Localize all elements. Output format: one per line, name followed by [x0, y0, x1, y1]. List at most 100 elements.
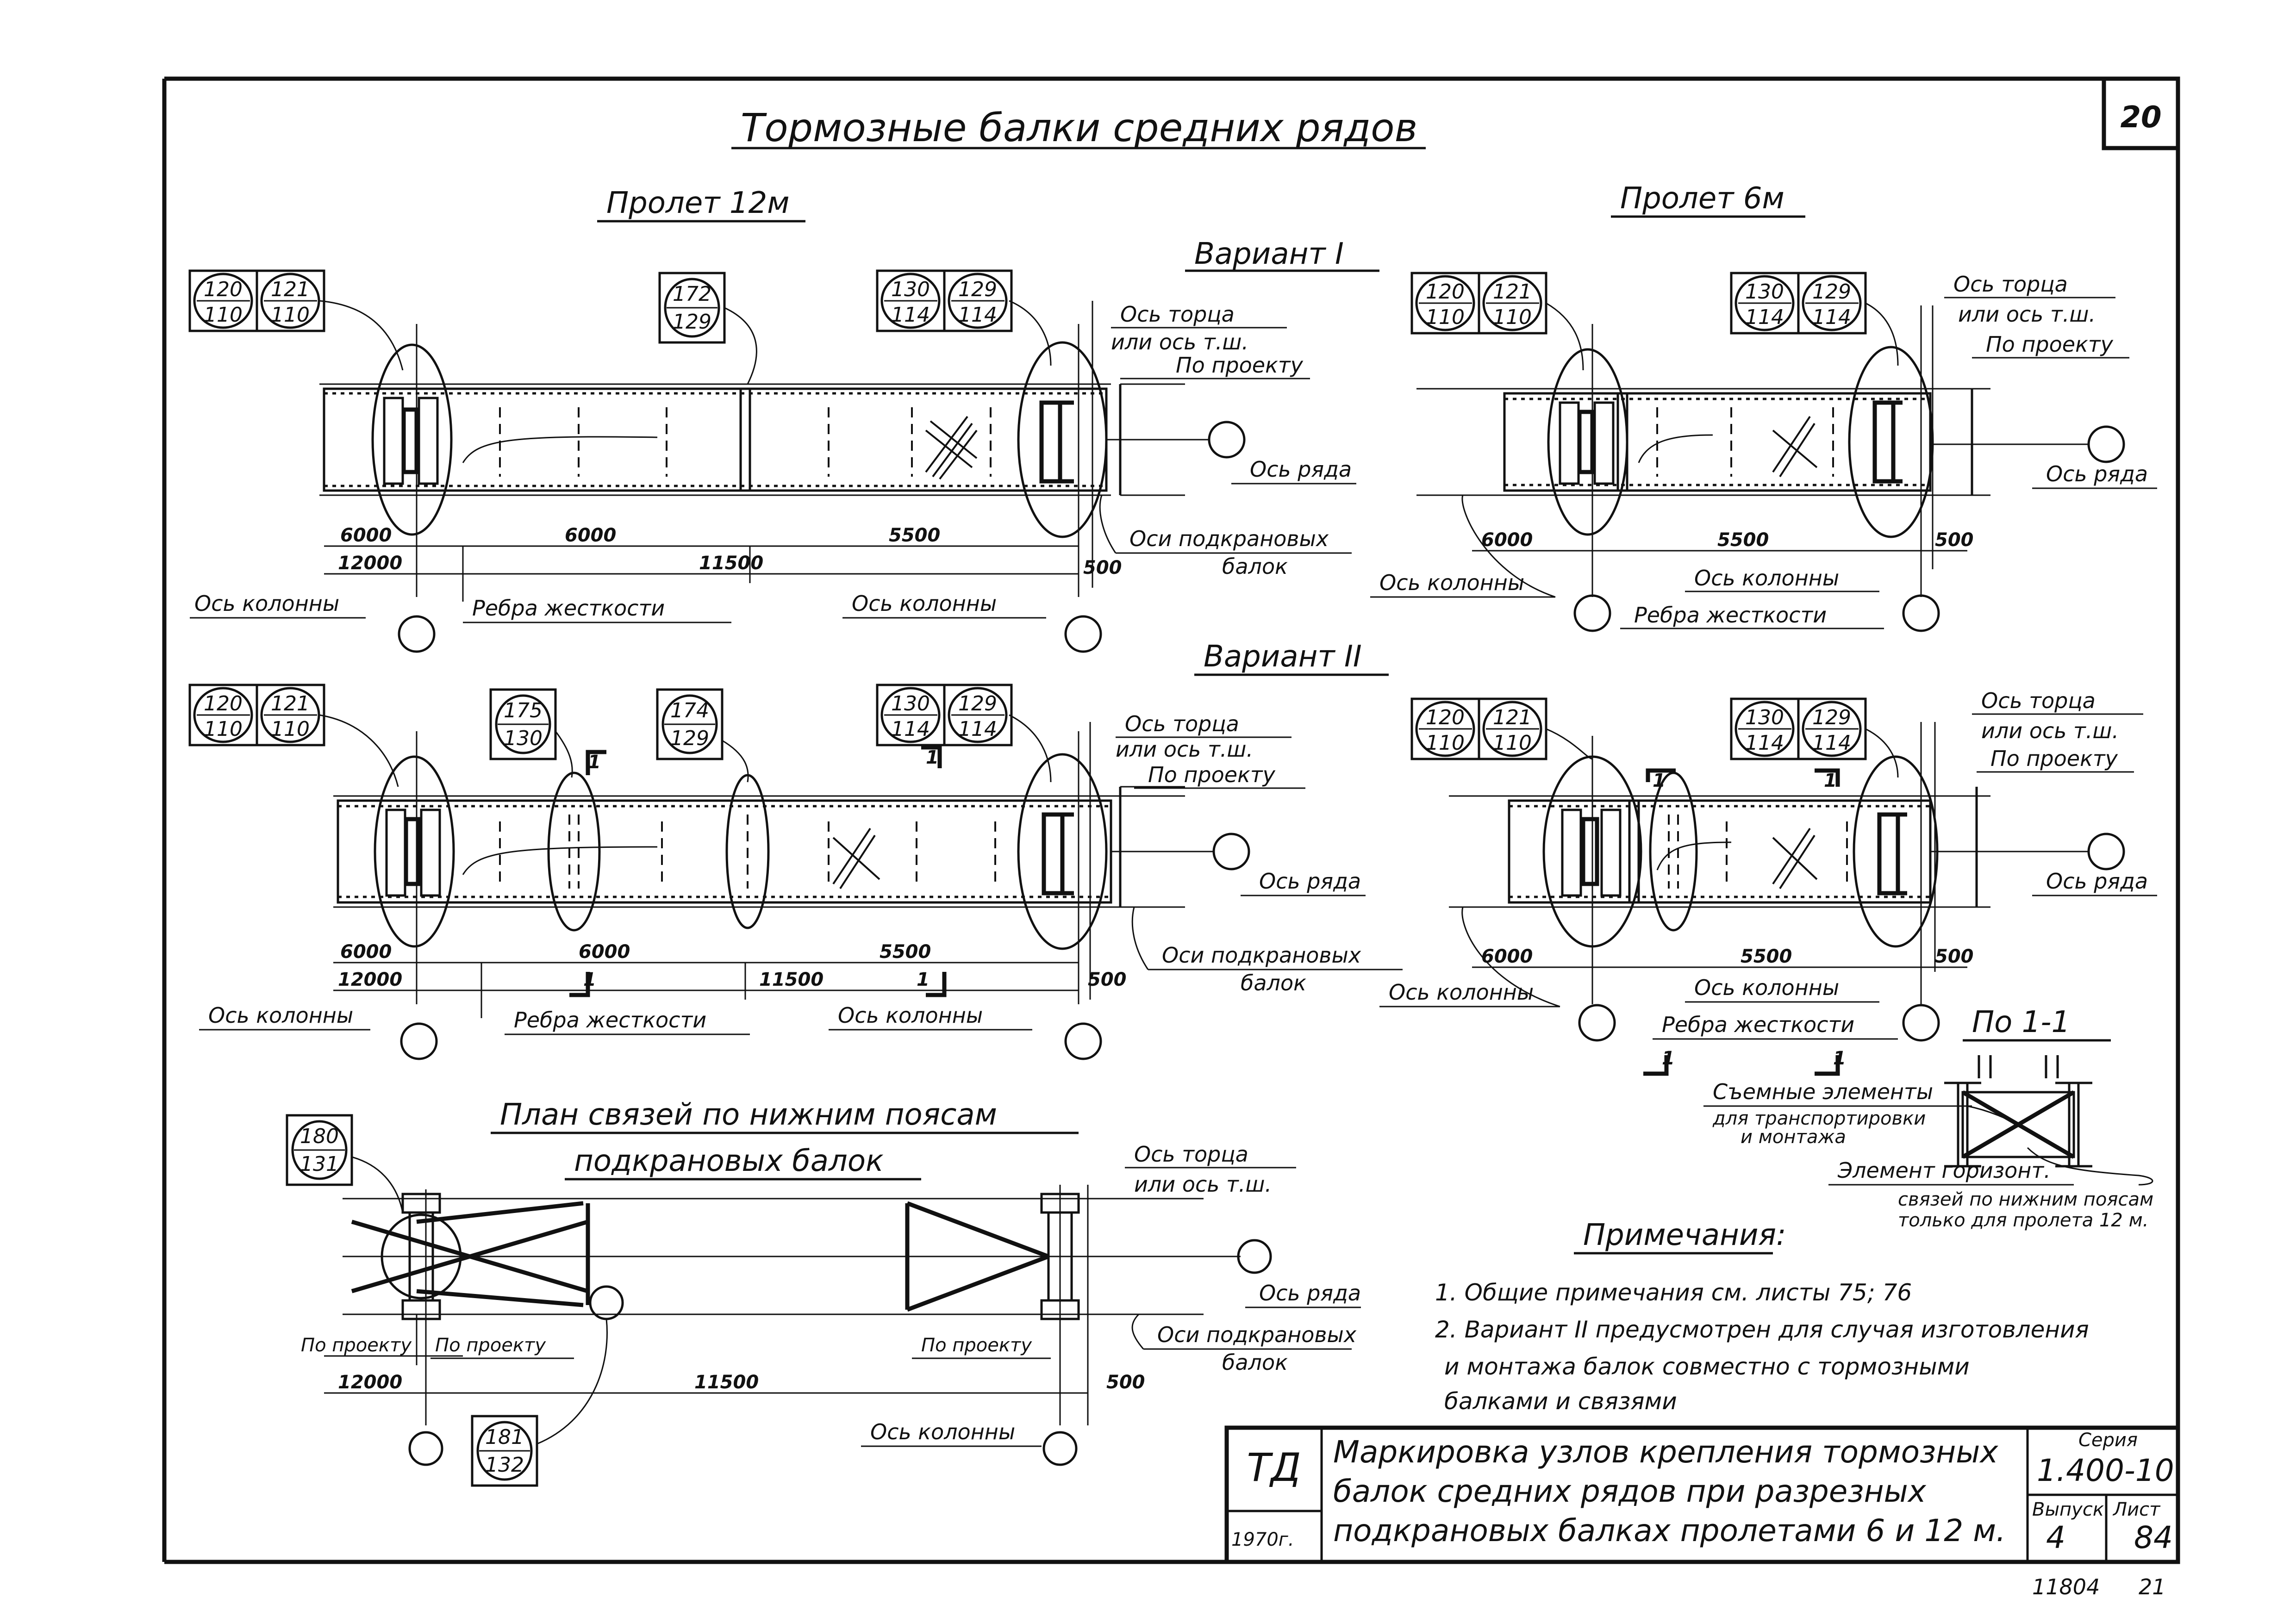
- label-text: Ось торца: [1981, 688, 2096, 713]
- horiz-1: Элемент горизонт.: [1837, 1158, 2051, 1183]
- dim-text: 6000: [565, 525, 616, 546]
- title-block: ТД 1970г. Маркировка узлов крепления тор…: [1224, 1425, 2180, 1564]
- footer-left: 11804: [2032, 1574, 2100, 1599]
- mark-number: 114: [1812, 731, 1851, 755]
- label-text: Ось торца: [1125, 711, 1239, 736]
- dim-text: 6000: [340, 941, 392, 963]
- mark-number: 129: [673, 310, 711, 334]
- dim-text: 12000: [338, 969, 402, 990]
- mark-number: 130: [504, 727, 543, 750]
- dim-text: 5500: [1717, 529, 1769, 551]
- dim-text: 11500: [694, 1372, 759, 1393]
- mark-number: 110: [271, 717, 310, 741]
- section-1-1-diagram: [1944, 1055, 2153, 1186]
- variant1-span12-marks: 120 110 121 110 172 129 130 114 129 114: [188, 269, 1052, 385]
- variant2-span6-diagram: 6000 5500 500 Ось колонны Ось колонны Ре…: [1379, 688, 2157, 1076]
- mark-number: 130: [1745, 706, 1784, 729]
- mark-number: 114: [1745, 305, 1784, 329]
- variant1-span12-diagram: 6000 6000 5500 12000 11500 500 Ось колон…: [190, 301, 1356, 653]
- sheet-value: 84: [2134, 1520, 2173, 1555]
- mark-number: 132: [485, 1453, 524, 1477]
- label-text: Ось ряда: [2046, 869, 2148, 894]
- mark-number: 129: [958, 692, 997, 715]
- variant2-span12-diagram: 6000 6000 5500 12000 11500 500 Ось колон…: [199, 711, 1403, 1060]
- dim-text: 500: [1935, 946, 1974, 967]
- stamp-title-2: балок средних рядов при разрезных: [1333, 1474, 1927, 1509]
- dim-text: 6000: [340, 525, 392, 546]
- mark-number: 130: [891, 278, 930, 301]
- dim-text: 6000: [1481, 529, 1533, 551]
- stamp-year: 1970г.: [1231, 1529, 1294, 1550]
- span-12-title: Пролет 12м: [606, 186, 790, 220]
- series-value: 1.400-10: [2037, 1453, 2174, 1488]
- label-text: балок: [1222, 554, 1288, 579]
- mark-number: 110: [204, 303, 243, 327]
- label-text: По проекту: [1176, 353, 1304, 378]
- variant-1-title: Вариант I: [1194, 237, 1344, 271]
- stamp-title-1: Маркировка узлов крепления тормозных: [1333, 1434, 1998, 1470]
- section-mark-text: 1: [1833, 1048, 1846, 1069]
- mark-number: 114: [1812, 305, 1851, 329]
- mark-number: 120: [204, 278, 243, 301]
- mark-number: 129: [1812, 280, 1851, 304]
- section-mark-1: 1 1 1 1: [569, 745, 947, 997]
- label-text: Ось колонны: [1379, 570, 1524, 595]
- mark-number: 129: [958, 278, 997, 301]
- dim-text: 5500: [880, 941, 931, 963]
- mark-number: 110: [1426, 305, 1465, 329]
- section-title: По 1-1: [1972, 1005, 2070, 1039]
- span-6-title: Пролет 6м: [1620, 181, 1784, 216]
- note-2a: 2. Вариант II предусмотрен для случая из…: [1435, 1316, 2089, 1343]
- section-mark-text: 1: [1653, 770, 1666, 791]
- dim-text: 11500: [759, 969, 824, 990]
- label-text: Ребра жесткости: [1662, 1012, 1854, 1037]
- label-text: Ось колонны: [1694, 975, 1839, 1000]
- label-text: или ось т.ш.: [1958, 302, 2096, 327]
- label-text: Ребра жесткости: [472, 596, 665, 621]
- section-mark-text: 1: [1662, 1048, 1675, 1069]
- mark-number: 121: [271, 278, 310, 301]
- mark-number: 120: [1426, 280, 1465, 304]
- note-1: 1. Общие примечания см. листы 75; 76: [1435, 1279, 1912, 1306]
- variant2-span6-marks: 120 110 121 110 130 114 129 114: [1410, 697, 1899, 778]
- mark-number: 174: [670, 699, 709, 722]
- variant1-span6-diagram: 6000 5500 500 Ось колонны Ось колонны Ре…: [1370, 272, 2157, 632]
- label-text: По проекту: [1990, 746, 2118, 771]
- mark-number: 114: [1745, 731, 1784, 755]
- mark-number: 175: [504, 699, 543, 722]
- issue-label: Выпуск: [2032, 1499, 2104, 1520]
- label-text: По проекту: [1148, 762, 1276, 787]
- label-text: Ось колонны: [852, 591, 997, 616]
- issue-value: 4: [2046, 1520, 2065, 1555]
- mark-number: 114: [958, 303, 997, 327]
- dim-text: 6000: [579, 941, 630, 963]
- series-label: Серия: [2078, 1430, 2138, 1451]
- mark-number: 129: [1812, 706, 1851, 729]
- mark-number: 180: [300, 1125, 339, 1148]
- mark-number: 121: [271, 692, 310, 715]
- removable-1: Съемные элементы: [1713, 1079, 1933, 1104]
- section-mark-text: 1: [926, 747, 939, 768]
- section-mark-text: 1: [1824, 770, 1837, 791]
- label-text: Ось ряда: [2046, 461, 2148, 486]
- label-text: или ось т.ш.: [1111, 330, 1248, 354]
- label-text: или ось т.ш.: [1116, 737, 1253, 762]
- label-text: Ось торца: [1953, 272, 2068, 297]
- dim-text: 500: [1935, 529, 1974, 551]
- dim-text: 500: [1088, 969, 1127, 990]
- label-text: По проекту: [301, 1335, 412, 1356]
- mark-number: 130: [1745, 280, 1784, 304]
- removable-2: для транспортировки: [1712, 1108, 1926, 1129]
- variant2-span12-marks: 120 110 121 110 175 130 174 129 130 114 …: [188, 684, 1052, 787]
- dim-text: 5500: [889, 525, 940, 546]
- label-text: Ребра жесткости: [1634, 603, 1827, 628]
- footer-right: 21: [2139, 1574, 2166, 1599]
- label-text: Ось колонны: [194, 591, 339, 616]
- label-text: балок: [1222, 1350, 1288, 1375]
- dim-text: 12000: [338, 1372, 402, 1393]
- sheet-number: 20: [2120, 100, 2161, 135]
- variant-2-title: Вариант II: [1204, 640, 1362, 674]
- section-mark-1-span6: 1 1 1 1: [1643, 768, 1846, 1076]
- label-text: По проекту: [921, 1335, 1032, 1356]
